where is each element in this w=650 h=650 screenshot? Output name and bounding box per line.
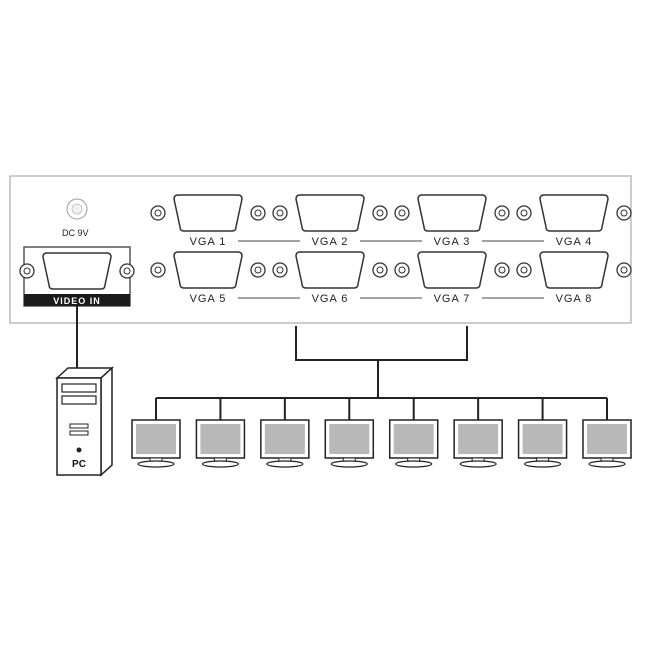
screw-post [272, 262, 288, 278]
screw-post [516, 205, 532, 221]
monitor-screen [136, 424, 176, 454]
monitor-3 [260, 398, 310, 468]
dc-power-label: DC 9V [62, 228, 89, 238]
screw-post [150, 205, 166, 221]
monitor-stand [266, 460, 304, 468]
monitor-7 [517, 398, 568, 468]
monitor-stand [523, 460, 562, 468]
screw-post [372, 205, 388, 221]
vga-output-port-2 [272, 194, 388, 232]
monitor-screen [587, 424, 627, 454]
monitor-screen [200, 424, 241, 454]
screw-post [616, 262, 632, 278]
video-in-port [19, 246, 135, 307]
vga-output-port-8 [516, 251, 632, 289]
vga-output-port-1 [150, 194, 266, 232]
monitor-screen [458, 424, 499, 454]
monitor-2 [195, 398, 246, 468]
screw-post [616, 205, 632, 221]
monitor-stand [459, 460, 497, 468]
video-in-label: VIDEO IN [53, 296, 101, 306]
monitor-1 [131, 398, 181, 468]
monitor-screen [393, 424, 434, 454]
screw-post [494, 262, 510, 278]
output-label-vga-4: VGA 4 [556, 236, 593, 248]
screw-post [250, 205, 266, 221]
screw-post [494, 205, 510, 221]
output-labels: VGA 1 VGA 2 VGA 3 VGA 4 VGA 5 VGA 6 VGA … [190, 236, 593, 305]
screw-post [394, 262, 410, 278]
monitor-stand [201, 460, 240, 468]
dc-power-jack [66, 198, 88, 220]
monitor-stand [330, 460, 368, 468]
output-label-vga-8: VGA 8 [556, 293, 593, 305]
screw-post [150, 262, 166, 278]
screw-post [394, 205, 410, 221]
screw-post [250, 262, 266, 278]
vga-output-port-3 [394, 194, 510, 232]
pc-label: PC [72, 459, 86, 470]
monitor-stand [137, 460, 175, 468]
video-in-label-band [24, 294, 130, 306]
distribution-bus [156, 326, 607, 399]
output-ports [150, 194, 632, 299]
pc-drive-bay-1 [61, 383, 97, 393]
screw-post [372, 262, 388, 278]
monitor-6 [453, 398, 503, 468]
pc-tower [55, 366, 114, 477]
monitor-8 [582, 398, 632, 468]
monitors [131, 398, 632, 468]
video-in-connector [19, 252, 135, 290]
screw-post [119, 263, 135, 279]
vga-output-port-7 [394, 251, 510, 289]
pc-drive-bay-2 [61, 395, 97, 405]
monitor-4 [324, 398, 375, 468]
pc-power-led [76, 447, 82, 453]
vga-output-port-5 [150, 251, 266, 289]
screw-post [272, 205, 288, 221]
output-label-vga-6: VGA 6 [312, 293, 349, 305]
output-label-vga-5: VGA 5 [190, 293, 227, 305]
output-label-connectors [238, 240, 544, 299]
monitor-stand [395, 460, 433, 468]
output-label-vga-3: VGA 3 [434, 236, 471, 248]
screw-post [19, 263, 35, 279]
output-label-vga-1: VGA 1 [190, 236, 227, 248]
output-label-vga-2: VGA 2 [312, 236, 349, 248]
monitor-screen [329, 424, 370, 454]
monitor-screen [522, 424, 563, 454]
monitor-5 [388, 398, 439, 468]
monitor-screen [264, 424, 305, 454]
pc-floppy-slot [69, 423, 89, 429]
vga-output-port-4 [516, 194, 632, 232]
output-label-vga-7: VGA 7 [434, 293, 471, 305]
screw-post [516, 262, 532, 278]
vga-output-port-6 [272, 251, 388, 289]
monitor-stand [588, 460, 626, 468]
